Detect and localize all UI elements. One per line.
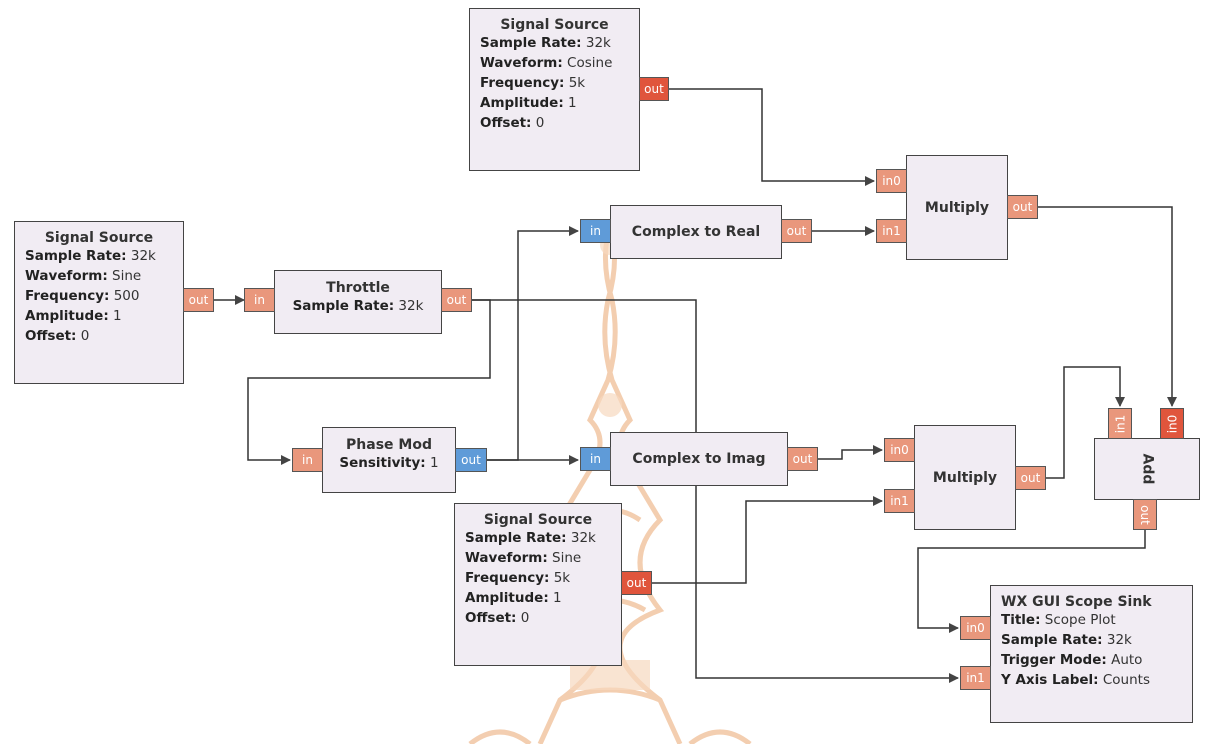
param-row: Amplitude: 1 [465, 588, 611, 608]
in-port[interactable]: in [580, 219, 611, 243]
param-row: Waveform: Cosine [480, 53, 629, 73]
in0-port[interactable]: in0 [884, 438, 915, 462]
signal-source-bottom-block[interactable]: Signal Source Sample Rate: 32k Waveform:… [454, 503, 622, 666]
in-port[interactable]: in [580, 447, 611, 471]
in1-port[interactable]: in1 [876, 219, 907, 243]
out-port[interactable]: out [1015, 466, 1046, 490]
block-title: Complex to Real [632, 224, 760, 240]
param-row: Offset: 0 [480, 113, 629, 133]
in0-port[interactable]: in0 [876, 169, 907, 193]
out-port[interactable]: out [1133, 499, 1157, 530]
complex-to-imag-block[interactable]: Complex to Imag [610, 432, 788, 486]
block-title: Signal Source [25, 230, 173, 246]
block-title: Multiply [925, 200, 989, 216]
param-row: Waveform: Sine [465, 548, 611, 568]
out-port[interactable]: out [781, 219, 812, 243]
block-title: Phase Mod [329, 437, 449, 453]
out-port[interactable]: out [639, 77, 669, 101]
param-row: Trigger Mode: Auto [1001, 650, 1182, 670]
param-row: Frequency: 5k [465, 568, 611, 588]
in-port[interactable]: in [292, 448, 323, 472]
out-port[interactable]: out [787, 447, 818, 471]
in1-port[interactable]: in1 [1108, 408, 1132, 439]
block-title: Add [1139, 454, 1155, 485]
param-row: Frequency: 5k [480, 73, 629, 93]
param-row: Y Axis Label: Counts [1001, 670, 1182, 690]
complex-to-real-block[interactable]: Complex to Real [610, 205, 782, 259]
block-title: Complex to Imag [632, 451, 765, 467]
in0-port[interactable]: in0 [1160, 408, 1184, 439]
out-port[interactable]: out [441, 288, 472, 312]
signal-source-top-block[interactable]: Signal Source Sample Rate: 32k Waveform:… [469, 8, 640, 171]
wire [487, 231, 578, 460]
param-row: Sensitivity: 1 [329, 453, 449, 473]
param-row: Sample Rate: 32k [25, 246, 173, 266]
block-title: Signal Source [480, 17, 629, 33]
param-row: Amplitude: 1 [25, 306, 173, 326]
in1-port[interactable]: in1 [884, 489, 915, 513]
wire [652, 501, 882, 583]
param-row: Offset: 0 [465, 608, 611, 628]
phase-mod-block[interactable]: Phase Mod Sensitivity: 1 [322, 427, 456, 493]
param-row: Sample Rate: 32k [480, 33, 629, 53]
wire [1036, 207, 1172, 406]
block-title: Throttle [281, 280, 435, 296]
multiply-bottom-block[interactable]: Multiply [914, 425, 1016, 530]
add-block[interactable]: Add [1094, 438, 1200, 500]
scope-sink-block[interactable]: WX GUI Scope Sink Title: Scope Plot Samp… [990, 585, 1193, 723]
wire [668, 89, 874, 181]
param-row: Waveform: Sine [25, 266, 173, 286]
multiply-top-block[interactable]: Multiply [906, 155, 1008, 260]
param-row: Sample Rate: 32k [465, 528, 611, 548]
param-row: Frequency: 500 [25, 286, 173, 306]
wire [816, 450, 882, 459]
in1-port[interactable]: in1 [960, 666, 991, 690]
throttle-block[interactable]: Throttle Sample Rate: 32k [274, 270, 442, 334]
out-port[interactable]: out [621, 571, 652, 595]
signal-source-left-block[interactable]: Signal Source Sample Rate: 32k Waveform:… [14, 221, 184, 384]
param-row: Offset: 0 [25, 326, 173, 346]
param-row: Sample Rate: 32k [281, 296, 435, 316]
in-port[interactable]: in [244, 288, 275, 312]
block-title: Multiply [933, 470, 997, 486]
block-title: Signal Source [465, 512, 611, 528]
out-port[interactable]: out [1007, 195, 1038, 219]
out-port[interactable]: out [455, 448, 487, 472]
block-title: WX GUI Scope Sink [1001, 594, 1182, 610]
in0-port[interactable]: in0 [960, 616, 991, 640]
param-row: Sample Rate: 32k [1001, 630, 1182, 650]
param-row: Title: Scope Plot [1001, 610, 1182, 630]
out-port[interactable]: out [183, 288, 214, 312]
param-row: Amplitude: 1 [480, 93, 629, 113]
